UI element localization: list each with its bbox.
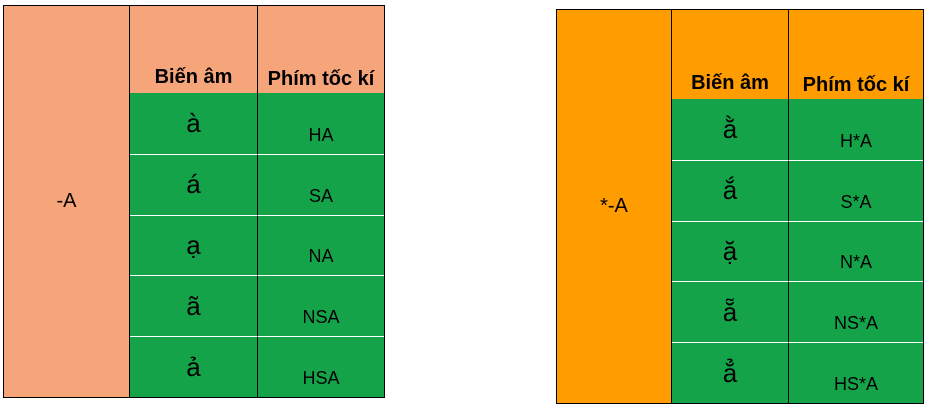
key-cell: NS*A xyxy=(789,281,923,343)
variant-cell: ã xyxy=(130,275,258,337)
key-cell: HSA xyxy=(258,336,384,397)
key-cell: SA xyxy=(258,153,384,215)
group-label: *-A xyxy=(557,10,672,403)
variant-cell: à xyxy=(130,93,258,154)
stenography-table-a: -A Biến âm Phím tốc kí à HA á SA ạ NA ã … xyxy=(3,5,385,398)
header-variant: Biến âm xyxy=(672,10,789,99)
variant-cell: ắ xyxy=(672,159,789,221)
variant-cell: ạ xyxy=(130,214,258,276)
key-cell: HS*A xyxy=(789,342,923,403)
key-cell: NSA xyxy=(258,275,384,337)
variant-cell: ằ xyxy=(672,99,789,160)
stenography-table-star-a: *-A Biến âm Phím tốc kí ằ H*A ắ S*A ặ N*… xyxy=(556,9,924,404)
variant-cell: á xyxy=(130,153,258,215)
header-key: Phím tốc kí xyxy=(789,10,923,99)
variant-cell: ẳ xyxy=(672,342,789,403)
group-label: -A xyxy=(4,6,130,397)
key-cell: H*A xyxy=(789,99,923,160)
key-cell: S*A xyxy=(789,159,923,221)
variant-cell: ẵ xyxy=(672,281,789,343)
variant-cell: ả xyxy=(130,336,258,397)
variant-cell: ặ xyxy=(672,220,789,282)
key-cell: N*A xyxy=(789,220,923,282)
key-cell: NA xyxy=(258,214,384,276)
header-variant: Biến âm xyxy=(130,6,258,93)
key-cell: HA xyxy=(258,93,384,154)
header-key: Phím tốc kí xyxy=(258,6,384,93)
